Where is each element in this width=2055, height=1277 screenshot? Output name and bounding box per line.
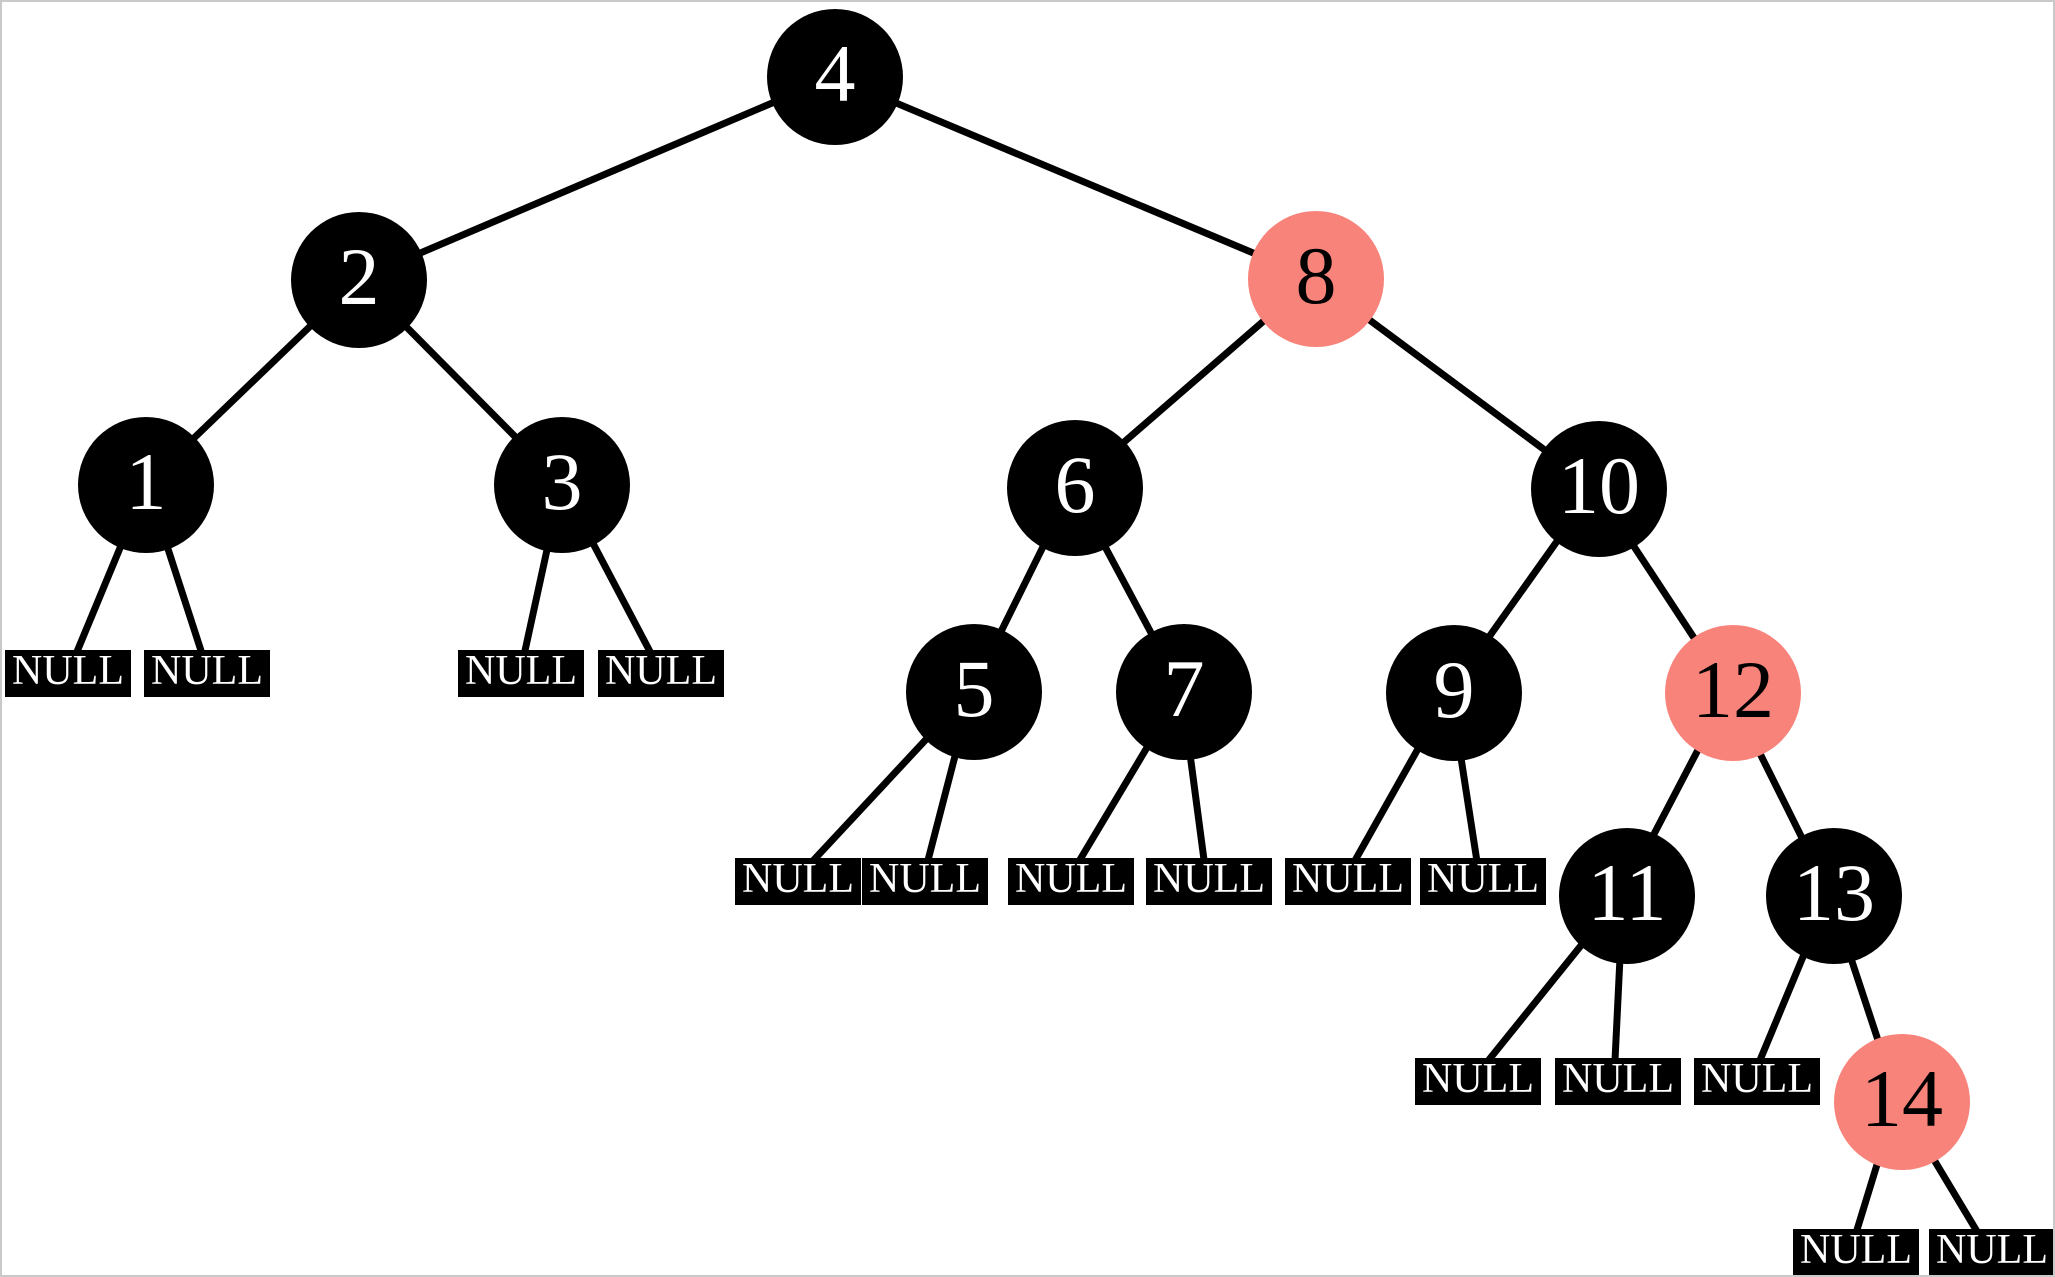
null-leaf: NULL xyxy=(862,856,988,905)
null-leaf-label: NULL xyxy=(1562,1056,1674,1102)
node-value-label: 11 xyxy=(1587,847,1667,938)
node-value-label: 12 xyxy=(1692,644,1774,735)
null-leaf: NULL xyxy=(1285,856,1411,905)
null-leaf-label: NULL xyxy=(605,648,717,694)
tree-node-9: 9 xyxy=(1386,625,1522,761)
node-value-label: 3 xyxy=(541,436,583,527)
node-value-label: 6 xyxy=(1054,439,1096,530)
null-leaf: NULL xyxy=(1420,856,1546,905)
node-value-label: 2 xyxy=(338,231,380,322)
tree-node-12: 12 xyxy=(1665,625,1801,761)
node-value-label: 9 xyxy=(1433,644,1475,735)
null-leaf-label: NULL xyxy=(1422,1056,1534,1102)
node-value-label: 13 xyxy=(1793,847,1875,938)
null-leaf: NULL xyxy=(5,648,131,697)
null-leaf-label: NULL xyxy=(1015,856,1127,902)
null-leaf-label: NULL xyxy=(1701,1056,1813,1102)
node-value-label: 10 xyxy=(1558,440,1640,531)
tree-node-8: 8 xyxy=(1248,211,1384,347)
tree-node-10: 10 xyxy=(1531,421,1667,557)
node-value-label: 5 xyxy=(953,643,995,734)
tree-node-14: 14 xyxy=(1834,1034,1970,1170)
null-leaf: NULL xyxy=(1694,1056,1820,1105)
tree-node-11: 11 xyxy=(1559,828,1695,964)
null-leaf-label: NULL xyxy=(151,648,263,694)
null-leaf: NULL xyxy=(1415,1056,1541,1105)
tree-node-1: 1 xyxy=(78,417,214,553)
null-leaf: NULL xyxy=(1146,856,1272,905)
null-leaf: NULL xyxy=(458,648,584,697)
null-leaf-label: NULL xyxy=(1427,856,1539,902)
null-leaf-label: NULL xyxy=(742,856,854,902)
null-leaf-label: NULL xyxy=(12,648,124,694)
tree-node-4: 4 xyxy=(767,9,903,145)
node-value-label: 8 xyxy=(1295,230,1337,321)
null-leaf: NULL xyxy=(1929,1227,2053,1275)
node-value-label: 7 xyxy=(1163,643,1205,734)
null-leaf: NULL xyxy=(1008,856,1134,905)
null-leaf-label: NULL xyxy=(869,856,981,902)
null-leaf: NULL xyxy=(735,856,861,905)
null-leaf: NULL xyxy=(144,648,270,697)
null-leaf-label: NULL xyxy=(1292,856,1404,902)
null-leaf: NULL xyxy=(1793,1227,1919,1275)
tree-node-2: 2 xyxy=(291,212,427,348)
node-value-label: 1 xyxy=(125,436,167,527)
tree-node-5: 5 xyxy=(906,624,1042,760)
null-leaf: NULL xyxy=(598,648,724,697)
null-leaf: NULL xyxy=(1555,1056,1681,1105)
node-value-label: 4 xyxy=(814,28,856,119)
null-leaf-label: NULL xyxy=(1800,1227,1912,1273)
node-value-label: 14 xyxy=(1861,1053,1943,1144)
tree-node-13: 13 xyxy=(1766,828,1902,964)
tree-node-3: 3 xyxy=(494,417,630,553)
null-leaf-label: NULL xyxy=(1153,856,1265,902)
tree-edge xyxy=(832,73,1315,282)
tree-node-7: 7 xyxy=(1116,624,1252,760)
null-leaf-label: NULL xyxy=(465,648,577,694)
tree-edge xyxy=(357,73,835,283)
null-leaf-label: NULL xyxy=(1936,1227,2048,1273)
tree-node-6: 6 xyxy=(1007,420,1143,556)
